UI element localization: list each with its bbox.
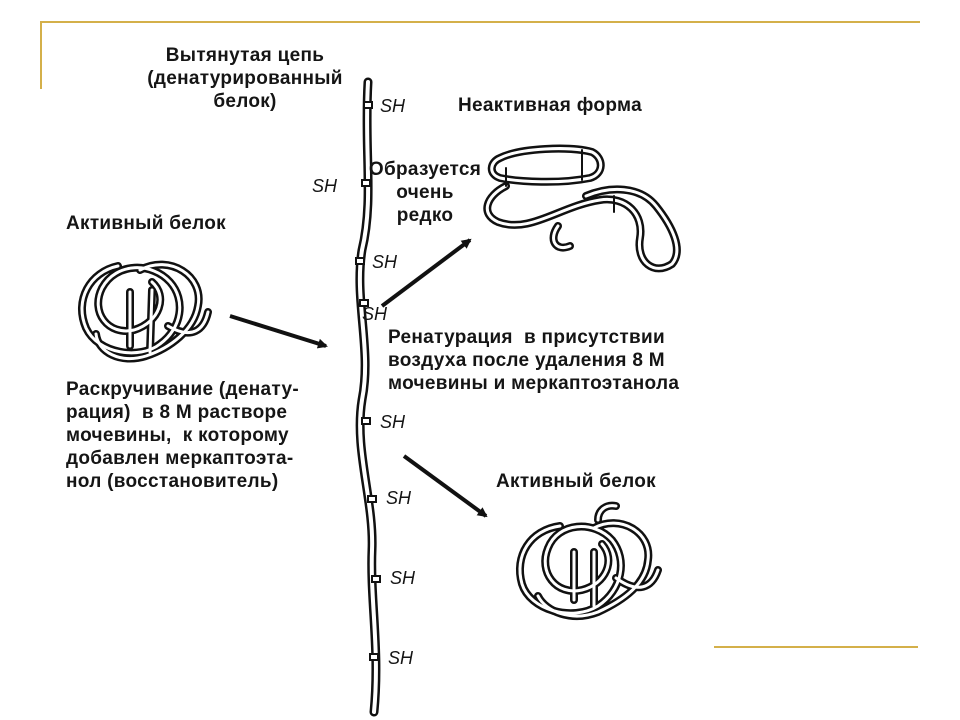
- label-unfolding: Раскручивание (денату- рация) в 8 М раст…: [66, 379, 299, 492]
- label-rarely-formed: Образуется очень редко: [368, 159, 482, 226]
- frame-left-line: [40, 21, 42, 89]
- active-protein-right-knot: [516, 501, 662, 620]
- label-inactive-form: Неактивная форма: [458, 95, 642, 116]
- sh-label-8: SH: [388, 648, 414, 668]
- sh-label-3: SH: [372, 252, 398, 272]
- label-active-protein-right: Активный белок: [496, 471, 656, 492]
- arrow-to-inactive: [380, 238, 472, 308]
- label-renaturation: Ренатурация в присутствии воздуха после …: [388, 327, 680, 394]
- sh-label-2: SH: [312, 176, 338, 196]
- arrow-denaturation: [229, 314, 328, 349]
- label-extended-chain: Вытянутая цепь (денатурированный белок): [147, 45, 343, 112]
- label-active-protein-left: Активный белок: [66, 213, 226, 234]
- extended-chain: [355, 77, 381, 717]
- inactive-form-shape: [483, 144, 681, 273]
- sh-ticks: [355, 101, 381, 661]
- active-protein-left-knot: [78, 260, 212, 363]
- frame-top-line: [40, 21, 920, 23]
- sh-label-7: SH: [390, 568, 416, 588]
- sh-label-5: SH: [380, 412, 406, 432]
- arrow-to-active: [402, 454, 488, 518]
- sh-label-4: SH: [362, 304, 388, 324]
- sh-label-6: SH: [386, 488, 412, 508]
- sh-label-1: SH: [380, 96, 406, 116]
- frame-bottom-line: [714, 646, 918, 648]
